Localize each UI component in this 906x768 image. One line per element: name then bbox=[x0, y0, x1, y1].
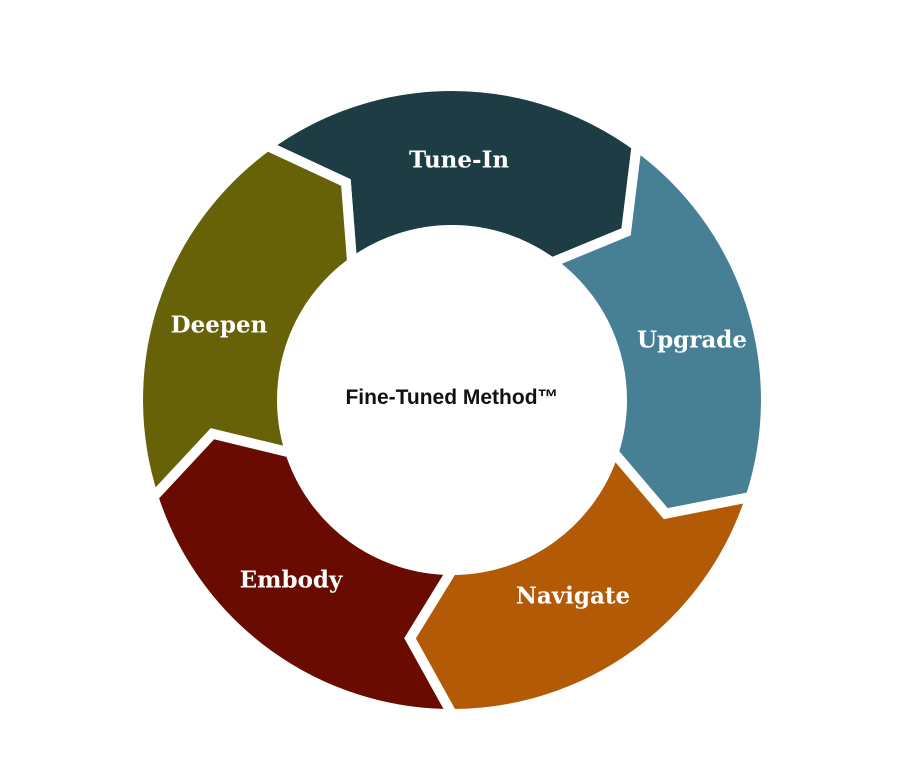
stage-label-tune-in: Tune-In bbox=[408, 146, 510, 174]
stage-label-deepen: Deepen bbox=[170, 311, 268, 339]
stage-segment-tune-in bbox=[257, 81, 642, 272]
center-title: Fine-Tuned Method™ bbox=[345, 386, 559, 409]
stage-segment-upgrade bbox=[541, 136, 771, 520]
stage-segment-navigate bbox=[404, 442, 758, 720]
center-circle bbox=[284, 232, 620, 568]
stage-label-embody: Embody bbox=[239, 566, 343, 594]
stage-label-upgrade: Upgrade bbox=[637, 326, 747, 354]
stage-label-navigate: Navigate bbox=[515, 582, 631, 610]
stage-segment-deepen bbox=[133, 140, 358, 507]
stage-segment-embody bbox=[147, 428, 461, 720]
